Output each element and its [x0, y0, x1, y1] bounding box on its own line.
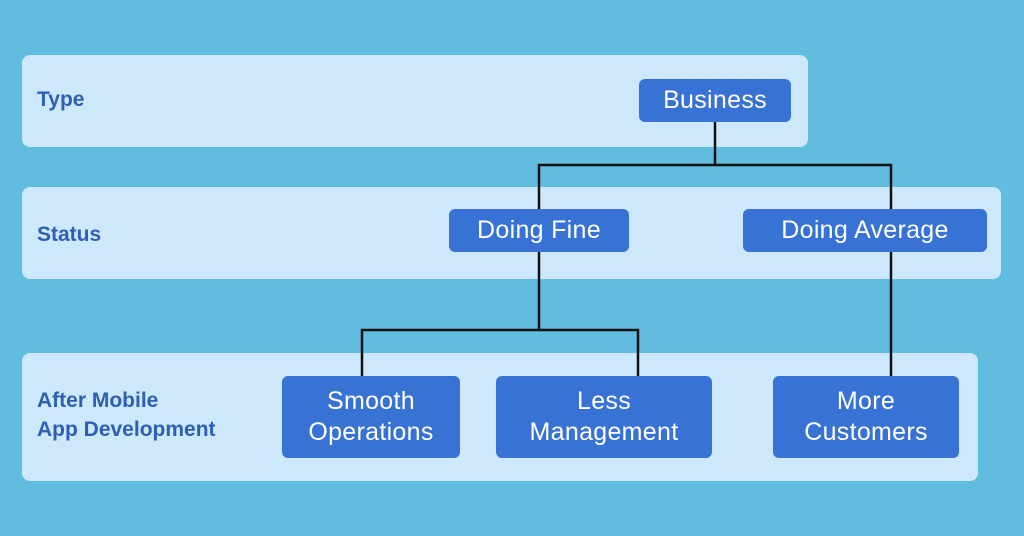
row-label-status: Status	[37, 223, 102, 246]
node-business: Business	[639, 79, 791, 122]
row-label-after-mobile-app-development: After Mobile App Development	[37, 389, 216, 441]
node-less-management: Less Management	[496, 376, 712, 458]
node-doing-average: Doing Average	[743, 209, 987, 252]
connector-doing-fine-to-children	[360, 250, 640, 379]
connector-business-to-status	[537, 119, 893, 212]
node-more-customers: More Customers	[773, 376, 959, 458]
node-doing-fine: Doing Fine	[449, 209, 629, 252]
row-label-type: Type	[37, 88, 85, 111]
node-smooth-operations: Smooth Operations	[282, 376, 460, 458]
